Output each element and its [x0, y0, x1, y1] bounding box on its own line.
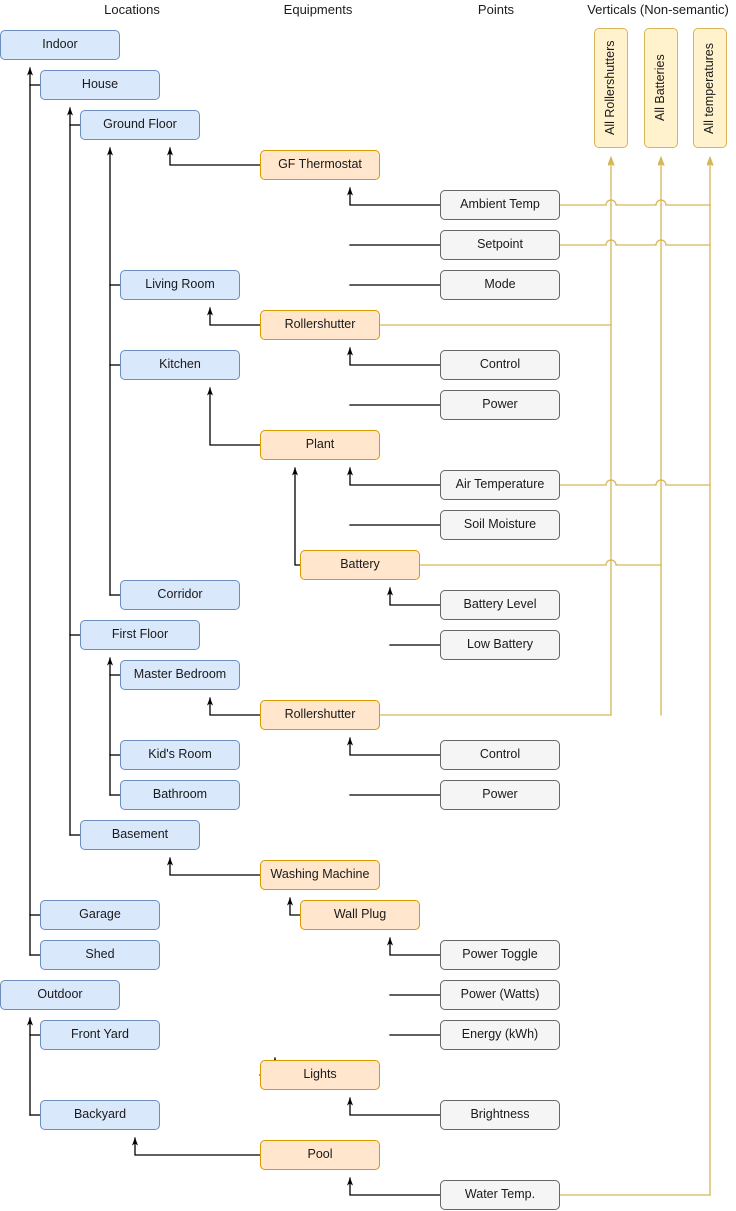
location-indoor[interactable]: Indoor [0, 30, 120, 60]
edge-airtemperature-to-plant [347, 467, 441, 486]
edge-control-to-rollershutter-lr [347, 347, 441, 366]
location-front-yard[interactable]: Front Yard [40, 1020, 160, 1050]
location-house[interactable]: House [40, 70, 160, 100]
location-ground-floor[interactable]: Ground Floor [80, 110, 200, 140]
location-kids-room[interactable]: Kid's Room [120, 740, 240, 770]
edge-plant-to-kitchen [207, 387, 261, 446]
location-basement[interactable]: Basement [80, 820, 200, 850]
edge-ambienttemp-to-all-temperatures [559, 199, 711, 206]
edge-pool-to-backyard [132, 1137, 261, 1156]
equipment-plant[interactable]: Plant [260, 430, 380, 460]
edge-batterylevel-to-battery [387, 587, 441, 606]
edge-brightness-to-lights [347, 1097, 441, 1116]
edge-powertoggle-to-wallplug [387, 937, 441, 956]
edge-battery-to-all-batteries [419, 559, 662, 566]
point-control-living-room[interactable]: Control [440, 350, 560, 380]
point-brightness[interactable]: Brightness [440, 1100, 560, 1130]
column-header-verticals: Verticals (Non-semantic) [587, 2, 729, 17]
edge-ambienttemp-to-thermostat [347, 187, 441, 206]
edge-rollershutter-to-livingroom [207, 307, 261, 326]
location-backyard[interactable]: Backyard [40, 1100, 160, 1130]
equipment-wall-plug[interactable]: Wall Plug [300, 900, 420, 930]
point-control-master-bedroom[interactable]: Control [440, 740, 560, 770]
location-shed[interactable]: Shed [40, 940, 160, 970]
edge-control-to-rollershutter-mb [347, 737, 441, 756]
location-kitchen[interactable]: Kitchen [120, 350, 240, 380]
location-bathroom[interactable]: Bathroom [120, 780, 240, 810]
edge-washingmachine-to-basement [167, 857, 261, 876]
point-power-watts[interactable]: Power (Watts) [440, 980, 560, 1010]
equipment-battery[interactable]: Battery [300, 550, 420, 580]
vertical-all-temperatures[interactable]: All temperatures [693, 28, 727, 148]
vertical-all-batteries[interactable]: All Batteries [644, 28, 678, 148]
column-header-locations: Locations [104, 2, 160, 17]
edge-gfthermostat-to-groundfloor [167, 147, 261, 166]
point-soil-moisture[interactable]: Soil Moisture [440, 510, 560, 540]
equipment-rollershutter-master-bedroom[interactable]: Rollershutter [260, 700, 380, 730]
edge-wallplug-to-washingmachine [287, 897, 301, 916]
location-master-bedroom[interactable]: Master Bedroom [120, 660, 240, 690]
point-water-temp[interactable]: Water Temp. [440, 1180, 560, 1210]
location-living-room[interactable]: Living Room [120, 270, 240, 300]
equipment-pool[interactable]: Pool [260, 1140, 380, 1170]
point-battery-level[interactable]: Battery Level [440, 590, 560, 620]
point-power-living-room[interactable]: Power [440, 390, 560, 420]
point-setpoint[interactable]: Setpoint [440, 230, 560, 260]
location-corridor[interactable]: Corridor [120, 580, 240, 610]
location-garage[interactable]: Garage [40, 900, 160, 930]
point-ambient-temp[interactable]: Ambient Temp [440, 190, 560, 220]
point-mode[interactable]: Mode [440, 270, 560, 300]
equipment-gf-thermostat[interactable]: GF Thermostat [260, 150, 380, 180]
vertical-all-rollershutters[interactable]: All Rollershutters [594, 28, 628, 148]
equipment-rollershutter-living-room[interactable]: Rollershutter [260, 310, 380, 340]
edge-watertemp-to-pool [347, 1177, 441, 1196]
point-energy-kwh[interactable]: Energy (kWh) [440, 1020, 560, 1050]
point-power-toggle[interactable]: Power Toggle [440, 940, 560, 970]
point-low-battery[interactable]: Low Battery [440, 630, 560, 660]
column-header-equipments: Equipments [283, 2, 353, 17]
point-power-master-bedroom[interactable]: Power [440, 780, 560, 810]
location-outdoor[interactable]: Outdoor [0, 980, 120, 1010]
edge-rollershutter-to-masterbedroom [207, 697, 261, 716]
edge-battery-to-plant [292, 467, 301, 566]
equipment-lights[interactable]: Lights [260, 1060, 380, 1090]
equipment-washing-machine[interactable]: Washing Machine [260, 860, 380, 890]
location-first-floor[interactable]: First Floor [80, 620, 200, 650]
column-header-points: Points [477, 2, 515, 17]
edge-airtemperature-to-all-temperatures [559, 479, 711, 486]
point-air-temperature[interactable]: Air Temperature [440, 470, 560, 500]
edge-setpoint-to-all-temperatures [559, 239, 711, 246]
